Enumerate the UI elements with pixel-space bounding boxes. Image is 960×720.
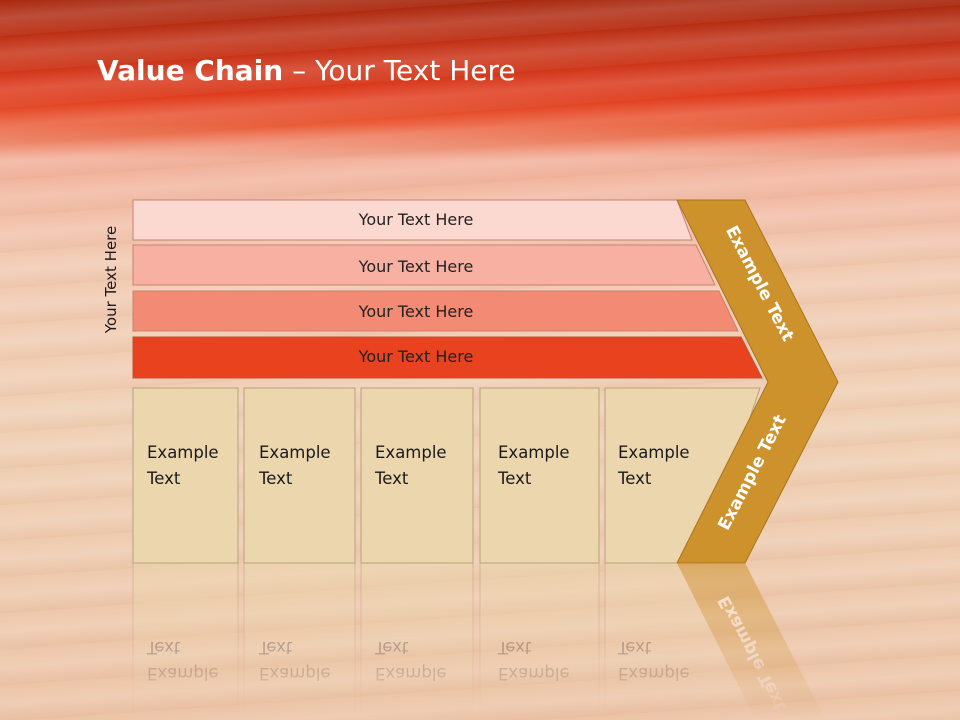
support-bar-3 <box>132 290 739 332</box>
reflection-cell-4-line1: Example <box>498 664 570 683</box>
support-bar-1 <box>132 199 693 241</box>
reflection-cell-1-line2: Text <box>146 638 181 657</box>
support-bar-2 <box>132 244 716 286</box>
reflection-cell-3-line1: Example <box>375 664 447 683</box>
primary-cell-1-line1: Example <box>147 443 219 462</box>
primary-cell-2 <box>243 387 356 564</box>
primary-cell-1-line2: Text <box>146 469 181 488</box>
primary-cell-2-line1: Example <box>259 443 331 462</box>
reflection-cell-2-line1: Example <box>259 664 331 683</box>
diagram-reflection: Example Text Example Text Example Text E… <box>132 562 826 720</box>
title-bold: Value Chain <box>97 54 284 87</box>
primary-cell-4 <box>479 387 600 564</box>
reflection-cell-5-line1: Example <box>618 664 690 683</box>
primary-cell-3-line2: Text <box>374 469 409 488</box>
support-bar-2-label: Your Text Here <box>358 257 474 276</box>
primary-cell-3 <box>360 387 474 564</box>
primary-cell-1 <box>132 387 239 564</box>
slide-title: Value Chain – Your Text Here <box>97 54 516 87</box>
support-bar-1-label: Your Text Here <box>358 210 474 229</box>
reflection-cell-3-line2: Text <box>374 638 409 657</box>
primary-cell-2-line2: Text <box>258 469 293 488</box>
primary-cell-5-line1: Example <box>618 443 690 462</box>
reflection-cell-2-line2: Text <box>258 638 293 657</box>
primary-cell-4-line1: Example <box>498 443 570 462</box>
title-rest: – Your Text Here <box>283 54 516 87</box>
support-bar-4 <box>132 336 763 379</box>
reflection-cell-1-line1: Example <box>147 664 219 683</box>
reflection-cell-4-line2: Text <box>497 638 532 657</box>
support-bar-3-label: Your Text Here <box>358 302 474 321</box>
primary-cell-3-line1: Example <box>375 443 447 462</box>
primary-cell-5-line2: Text <box>617 469 652 488</box>
support-bar-4-label: Your Text Here <box>358 347 474 366</box>
reflection-cell-5-line2: Text <box>617 638 652 657</box>
primary-cell-4-line2: Text <box>497 469 532 488</box>
